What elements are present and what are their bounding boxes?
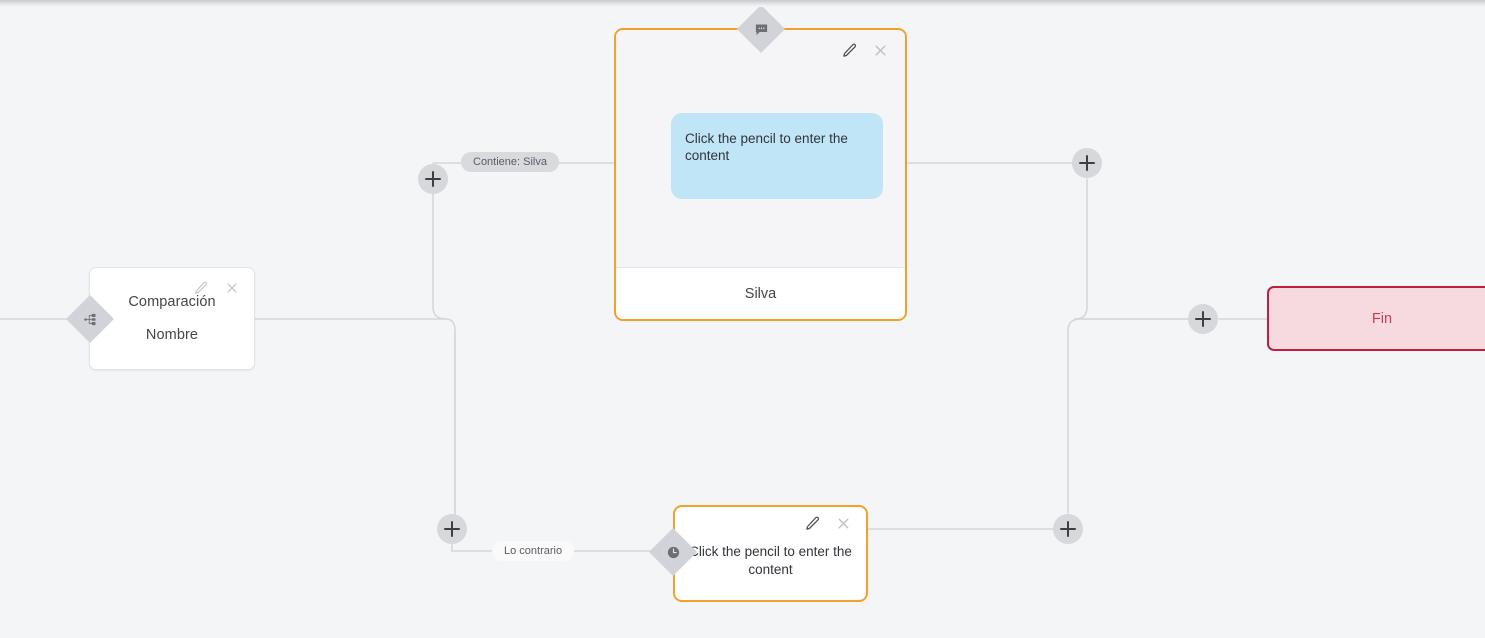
edge-label-contiene[interactable]: Contiene: Silva xyxy=(461,152,559,172)
add-handle-branch-false[interactable] xyxy=(437,514,467,544)
node-comparacion-body: Comparación Nombre xyxy=(90,268,254,369)
node-comparacion-subtitle: Nombre xyxy=(145,327,199,343)
add-handle-branch-true[interactable] xyxy=(418,164,448,194)
edit-pencil-icon[interactable] xyxy=(804,515,821,532)
add-handle-before-end[interactable] xyxy=(1188,304,1218,334)
edit-pencil-icon[interactable] xyxy=(841,42,858,59)
branch-split-icon xyxy=(73,302,107,336)
close-icon[interactable] xyxy=(872,42,889,59)
node-end[interactable]: Fin xyxy=(1267,286,1485,351)
edge-branch-true xyxy=(432,178,447,320)
node-comparacion-badge xyxy=(65,294,115,344)
edge-wait-to-end xyxy=(1067,318,1204,514)
node-message-bubble[interactable]: Click the pencil to enter the content xyxy=(671,113,883,199)
close-icon[interactable] xyxy=(223,279,240,296)
edit-pencil-icon[interactable] xyxy=(192,279,209,296)
node-message-body: Click the pencil to enter the content xyxy=(616,30,905,268)
edge-label-lo-contrario[interactable]: Lo contrario xyxy=(492,541,575,561)
node-comparacion-toolbar xyxy=(192,279,240,296)
edge-branch-false xyxy=(442,318,456,530)
node-message[interactable]: Click the pencil to enter the content Si… xyxy=(614,28,907,321)
node-wait-toolbar xyxy=(804,515,852,532)
node-message-footer: Silva xyxy=(616,267,905,319)
add-handle-after-wait[interactable] xyxy=(1053,514,1083,544)
edge-message-to-end xyxy=(1074,178,1204,320)
node-comparacion-title: Comparación xyxy=(128,294,216,310)
node-wait-text: Click the pencil to enter the content xyxy=(689,543,852,577)
clock-icon xyxy=(656,535,690,569)
node-wait[interactable]: Click the pencil to enter the content xyxy=(673,505,868,602)
node-comparacion[interactable]: Comparación Nombre xyxy=(89,267,255,370)
node-end-label: Fin xyxy=(1371,310,1393,327)
close-icon[interactable] xyxy=(835,515,852,532)
chat-bubble-icon xyxy=(744,12,778,46)
node-wait-badge xyxy=(648,527,698,577)
window-top-edge xyxy=(0,0,1485,7)
node-message-toolbar xyxy=(841,42,889,59)
node-message-badge xyxy=(736,4,786,54)
add-handle-after-message[interactable] xyxy=(1072,148,1102,178)
